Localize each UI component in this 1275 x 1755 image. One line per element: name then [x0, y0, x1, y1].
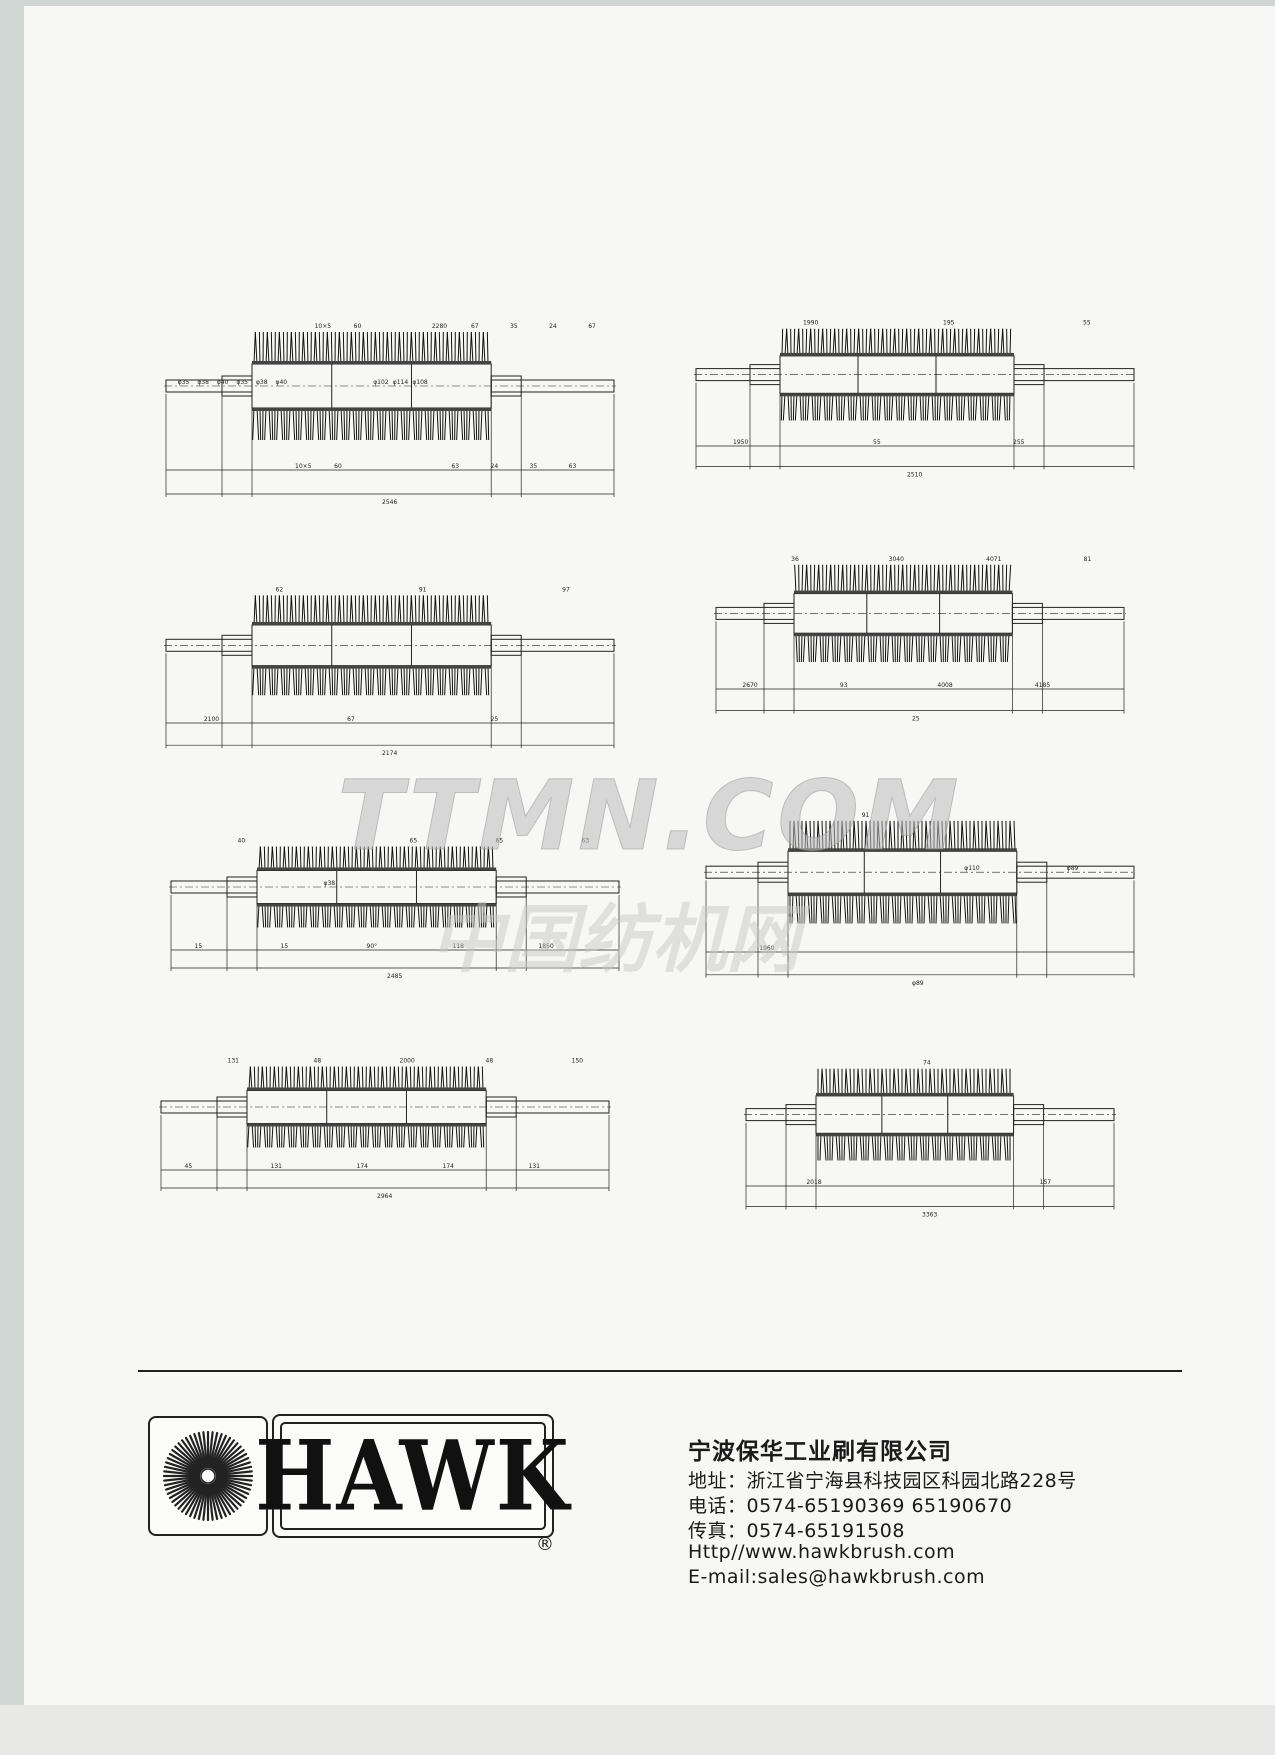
dimension-label: 255 — [1013, 439, 1025, 446]
dimension-label: 65 — [496, 838, 504, 845]
dimension-label: 1850 — [539, 943, 554, 950]
brand-name: HAWK — [255, 1418, 571, 1533]
dimension-label: 131 — [529, 1163, 541, 1170]
dimension-label: 15 — [195, 943, 203, 950]
dimension-label: φ89 — [912, 980, 924, 987]
dimension-label: 3363 — [922, 1211, 937, 1218]
company-address: 地址：浙江省宁海县科技园区科园北路228号 — [688, 1470, 1077, 1492]
dimension-label: 74 — [923, 1060, 931, 1067]
dimension-label: 55 — [873, 439, 881, 446]
roller-drawing-2: 1950 1990 55 195 255 55 2510 — [690, 310, 1140, 480]
roller-drawing-3: 2100 62 67 91 25 97 2174 — [160, 575, 620, 760]
footer-divider — [138, 1370, 1182, 1372]
dimension-label: 91 — [419, 586, 427, 593]
dimension-label: 4185 — [1035, 682, 1050, 689]
dimension-label: 48 — [486, 1058, 494, 1065]
dimension-label: φ35 — [178, 379, 190, 386]
registered-mark: ® — [536, 1534, 554, 1555]
dimension-label: 55 — [1083, 320, 1091, 327]
dimension-label: 65 — [410, 838, 418, 845]
company-phone: 电话：0574-65190369 65190670 — [688, 1495, 1013, 1517]
dimension-label: 1960 — [759, 945, 774, 952]
dimension-label: 67 — [588, 323, 596, 330]
dimension-label: 60 — [354, 323, 362, 330]
dimension-label: 1950 — [733, 439, 748, 446]
roller-drawing-6: 1960 91 φ110 φ89 φ89 — [700, 800, 1140, 990]
dimension-label: φ114 — [393, 379, 409, 386]
dimension-label: 118 — [453, 943, 465, 950]
dimension-label: φ108 — [412, 379, 428, 386]
dimension-label: 93 — [840, 682, 848, 689]
dimension-label: 2546 — [382, 499, 397, 506]
dimension-label: 35 — [530, 463, 538, 470]
dimension-label: 63 — [451, 463, 459, 470]
dimension-label: 35 — [510, 323, 518, 330]
dimension-label: 81 — [1084, 556, 1092, 563]
dimension-label: 24 — [549, 323, 557, 330]
dimension-label: 195 — [943, 320, 955, 327]
company-email[interactable]: E-mail:sales@hawkbrush.com — [688, 1566, 986, 1588]
dimension-label: 67 — [471, 323, 479, 330]
dimension-label: 2280 — [432, 323, 447, 330]
dimension-label: 174 — [357, 1163, 369, 1170]
dimension-label: φ35 — [236, 379, 248, 386]
dimension-label: 63 — [582, 838, 590, 845]
dimension-label: 2100 — [204, 716, 219, 723]
dimension-label: φ89 — [1067, 865, 1079, 872]
company-website[interactable]: Http//www.hawkbrush.com — [688, 1541, 956, 1563]
dimension-label: φ40 — [276, 379, 288, 386]
dimension-label: 2670 — [742, 682, 757, 689]
dimension-label: 91 — [862, 812, 870, 819]
dimension-label: 2485 — [387, 973, 402, 980]
dimension-label: 157 — [1040, 1179, 1052, 1186]
dimension-label: 62 — [276, 586, 284, 593]
dimension-label: 24 — [491, 463, 499, 470]
dimension-label: φ40 — [217, 379, 229, 386]
dimension-label: 2964 — [377, 1193, 392, 1200]
dimension-label: 1990 — [803, 320, 818, 327]
roller-drawing-7: 45 131 131 48 174 2000 174 48 131 150 2964 — [155, 1050, 615, 1200]
dimension-label: φ110 — [964, 865, 980, 872]
dimension-label: φ38 — [197, 379, 209, 386]
dimension-label: 150 — [572, 1058, 584, 1065]
dimension-label: 25 — [912, 716, 920, 723]
dimension-label: 90° — [367, 943, 378, 950]
dimension-label: 10×5 — [315, 323, 332, 330]
dimension-label: 131 — [228, 1058, 240, 1065]
dimension-label: φ38 — [256, 379, 268, 386]
dimension-label: 174 — [443, 1163, 455, 1170]
dimension-label: 2018 — [806, 1179, 821, 1186]
dimension-label: 2000 — [400, 1058, 415, 1065]
dimension-label: 63 — [569, 463, 577, 470]
dimension-label: φ102 — [373, 379, 389, 386]
roller-drawing-5: 15 40 15 φ38 90° 65 118 65 1850 63 2485 — [165, 830, 625, 980]
dimension-label: 60 — [334, 463, 342, 470]
dimension-label: 3040 — [889, 556, 904, 563]
company-info: 宁波保华工业刷有限公司 地址：浙江省宁海县科技园区科园北路228号 电话：057… — [688, 1432, 1248, 1591]
dimension-label: 40 — [238, 838, 246, 845]
dimension-label: 10×5 — [295, 463, 312, 470]
company-fax: 传真：0574-65191508 — [688, 1520, 905, 1542]
company-name: 宁波保华工业刷有限公司 — [688, 1439, 952, 1465]
dimension-label: 2174 — [382, 750, 397, 757]
dimension-label: 15 — [281, 943, 289, 950]
dimension-label: 67 — [347, 716, 355, 723]
dimension-label: φ38 — [324, 880, 336, 887]
dimension-label: 131 — [271, 1163, 283, 1170]
hawk-wordmark: HAWK — [255, 1414, 569, 1538]
dimension-label: 48 — [314, 1058, 322, 1065]
roller-drawing-4: 2670 36 93 3040 4008 4071 4185 81 25 — [710, 545, 1130, 725]
dimension-label: 97 — [562, 586, 570, 593]
brush-logo-icon — [148, 1416, 268, 1536]
page-bottom-edge — [0, 1705, 1275, 1755]
dimension-label: 4071 — [986, 556, 1001, 563]
roller-drawing-8: 2018 74 157 3363 — [740, 1050, 1120, 1220]
dimension-label: 4008 — [937, 682, 952, 689]
dimension-label: 36 — [791, 556, 799, 563]
dimension-label: 2510 — [907, 471, 922, 478]
dimension-label: 25 — [491, 716, 499, 723]
dimension-label: 45 — [185, 1163, 193, 1170]
